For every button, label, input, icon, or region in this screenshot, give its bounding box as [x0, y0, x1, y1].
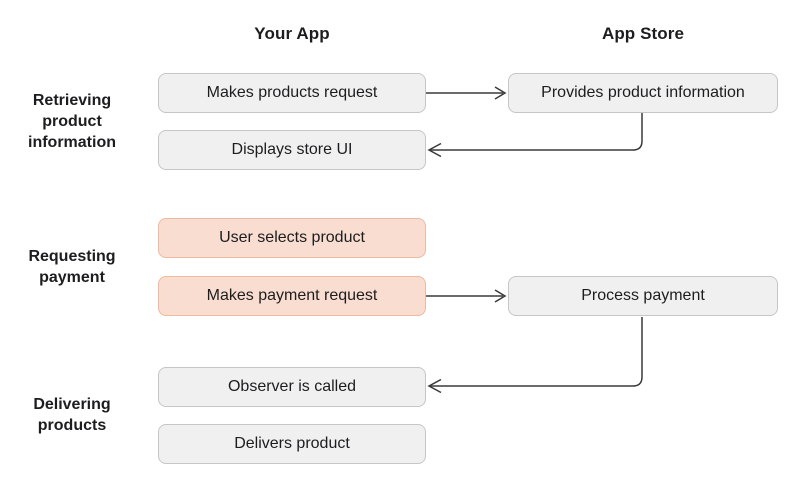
column-header-app-store: App Store [601, 24, 685, 43]
node-delivers-product: Delivers product [158, 424, 426, 464]
arrow-provides-product-information-to-displays-store-ui [427, 113, 643, 158]
node-makes-payment-request: Makes payment request [158, 276, 426, 316]
group-label-requesting-payment: Requesting payment [28, 248, 116, 286]
node-process-payment: Process payment [508, 276, 778, 316]
group-label-retrieving-product-information: Retrieving product information [28, 92, 116, 151]
node-user-selects-product: User selects product [158, 218, 426, 258]
node-observer-is-called: Observer is called [158, 367, 426, 407]
arrow-makes-products-request-to-provides-product-information [426, 86, 507, 100]
node-makes-products-request: Makes products request [158, 73, 426, 113]
column-header-your-app: Your App [254, 24, 330, 43]
arrow-makes-payment-request-to-process-payment [426, 289, 507, 303]
arrow-process-payment-to-observer-is-called [427, 317, 643, 394]
node-displays-store-ui: Displays store UI [158, 130, 426, 170]
group-label-delivering-products: Delivering products [33, 396, 111, 434]
node-provides-product-information: Provides product information [508, 73, 778, 113]
